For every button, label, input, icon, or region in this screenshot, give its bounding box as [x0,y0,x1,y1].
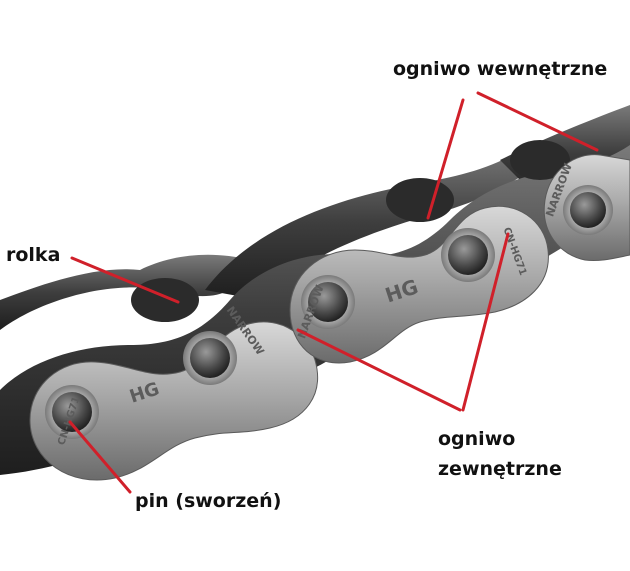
inner-plate-left-back [0,254,250,330]
roller-2 [386,178,454,222]
label-roller: rolka [6,244,61,266]
leader-inner-link-b [476,91,599,152]
roller-1 [131,278,199,322]
label-outer-link-line2: zewnętrzne [438,458,562,480]
pin-2 [190,338,230,378]
leader-outer-link-b [461,232,510,412]
label-pin: pin (sworzeń) [135,490,282,512]
pin-1 [52,392,92,432]
roller-3 [510,140,570,180]
leader-outer-link-a [296,328,462,412]
label-outer-link-line1: ogniwo [438,428,516,450]
pin-4 [448,235,488,275]
outer-plate-left [29,321,319,481]
pin-5 [570,192,606,228]
pin-3 [308,282,348,322]
pins [45,185,613,439]
label-inner-link: ogniwo wewnętrzne [393,58,608,80]
leader-inner-link-a [426,98,465,220]
leader-lines [68,91,599,494]
leader-pin [68,420,132,494]
leader-roller [70,256,180,304]
